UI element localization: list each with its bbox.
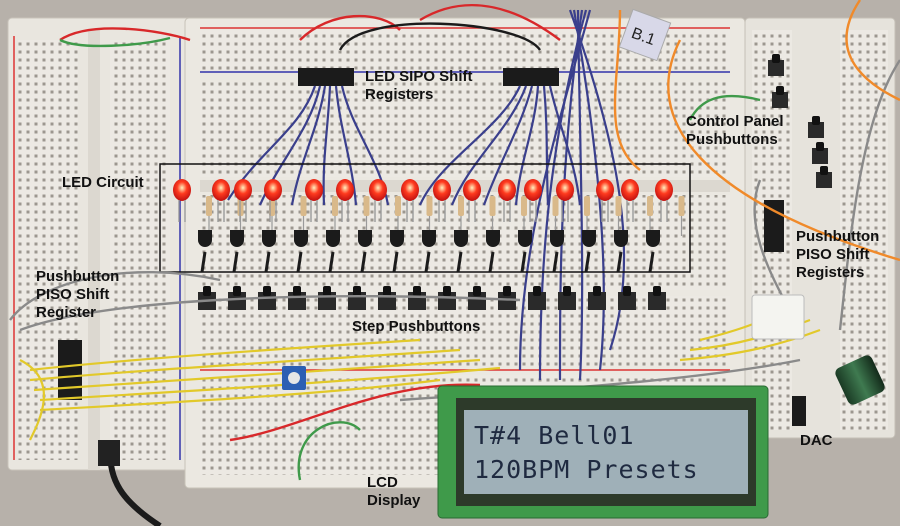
led: [655, 179, 673, 222]
label-led-sipo-shift-registers: LED SIPO Shift Registers: [365, 68, 473, 103]
transistor: [614, 230, 628, 273]
label-pushbutton-piso-shift-registers: Pushbutton PISO Shift Registers: [796, 228, 880, 281]
transistor: [230, 230, 244, 273]
wire-tag: B.1: [618, 8, 672, 62]
transistor: [518, 230, 532, 273]
transistor: [326, 230, 340, 273]
left-piso-chip: [58, 340, 82, 400]
step-pushbutton: [558, 286, 576, 310]
led: [369, 179, 387, 222]
led: [463, 179, 481, 222]
led: [401, 179, 419, 222]
led: [264, 179, 282, 222]
led: [621, 179, 639, 222]
transistor: [582, 230, 596, 273]
led: [498, 179, 516, 222]
transistor: [646, 230, 660, 273]
led: [173, 179, 191, 222]
resistor: [678, 196, 685, 236]
potentiometer: [282, 366, 306, 390]
step-pushbutton: [618, 286, 636, 310]
lcd-row-1: T#4 Bell01: [474, 421, 635, 450]
step-pushbutton: [648, 286, 666, 310]
lcd-row-2: 120BPM Presets: [474, 455, 699, 484]
transistor: [454, 230, 468, 273]
led-circuit-outline: [159, 163, 691, 273]
label-step-pushbuttons: Step Pushbuttons: [352, 318, 481, 335]
dac-chip: [792, 396, 806, 426]
control-pushbutton: [816, 166, 832, 188]
gray-wire-bundle: [9, 59, 900, 402]
led-row: [173, 179, 673, 222]
white-connector: [751, 294, 805, 340]
step-pushbutton: [588, 286, 606, 310]
lcd-screen: [464, 410, 748, 494]
audio-cable: [98, 440, 162, 526]
control-pushbutton: [768, 54, 784, 76]
label-control-panel-pushbuttons: Control Panel Pushbuttons: [686, 113, 784, 148]
step-pushbutton-row: [198, 286, 666, 310]
lcd-module: T#4 Bell01 120BPM Presets: [437, 385, 769, 519]
transistor-row: [198, 230, 660, 273]
sipo-shift-register-chips: [298, 68, 559, 86]
transistor: [262, 230, 276, 273]
transistor: [422, 230, 436, 273]
led: [212, 179, 230, 222]
transistor: [294, 230, 308, 273]
label-pushbutton-piso-shift-register: Pushbutton PISO Shift Register: [36, 268, 120, 321]
led: [524, 179, 542, 222]
label-dac: DAC: [800, 432, 833, 449]
yellow-wire-bundle: [19, 299, 821, 441]
transistor: [550, 230, 564, 273]
led: [596, 179, 614, 222]
control-pushbutton: [808, 116, 824, 138]
led: [234, 179, 252, 222]
control-pushbutton: [812, 142, 828, 164]
colored-wires: [59, 0, 900, 481]
led: [433, 179, 451, 222]
step-pushbutton: [228, 286, 246, 310]
step-pushbutton: [468, 286, 486, 310]
control-pushbutton: [772, 86, 788, 108]
led: [336, 179, 354, 222]
led: [556, 179, 574, 222]
electrolytic-capacitor: [835, 355, 885, 405]
label-led-circuit: LED Circuit: [62, 174, 144, 191]
step-pushbutton: [498, 286, 516, 310]
transistor: [486, 230, 500, 273]
label-lcd-display: LCD Display: [367, 474, 421, 509]
transistor: [198, 230, 212, 273]
led: [305, 179, 323, 222]
step-pushbutton: [528, 286, 546, 310]
transistor: [390, 230, 404, 273]
transistor: [358, 230, 372, 273]
left-breadboard: [7, 17, 199, 471]
control-panel-pushbuttons: [768, 54, 832, 188]
